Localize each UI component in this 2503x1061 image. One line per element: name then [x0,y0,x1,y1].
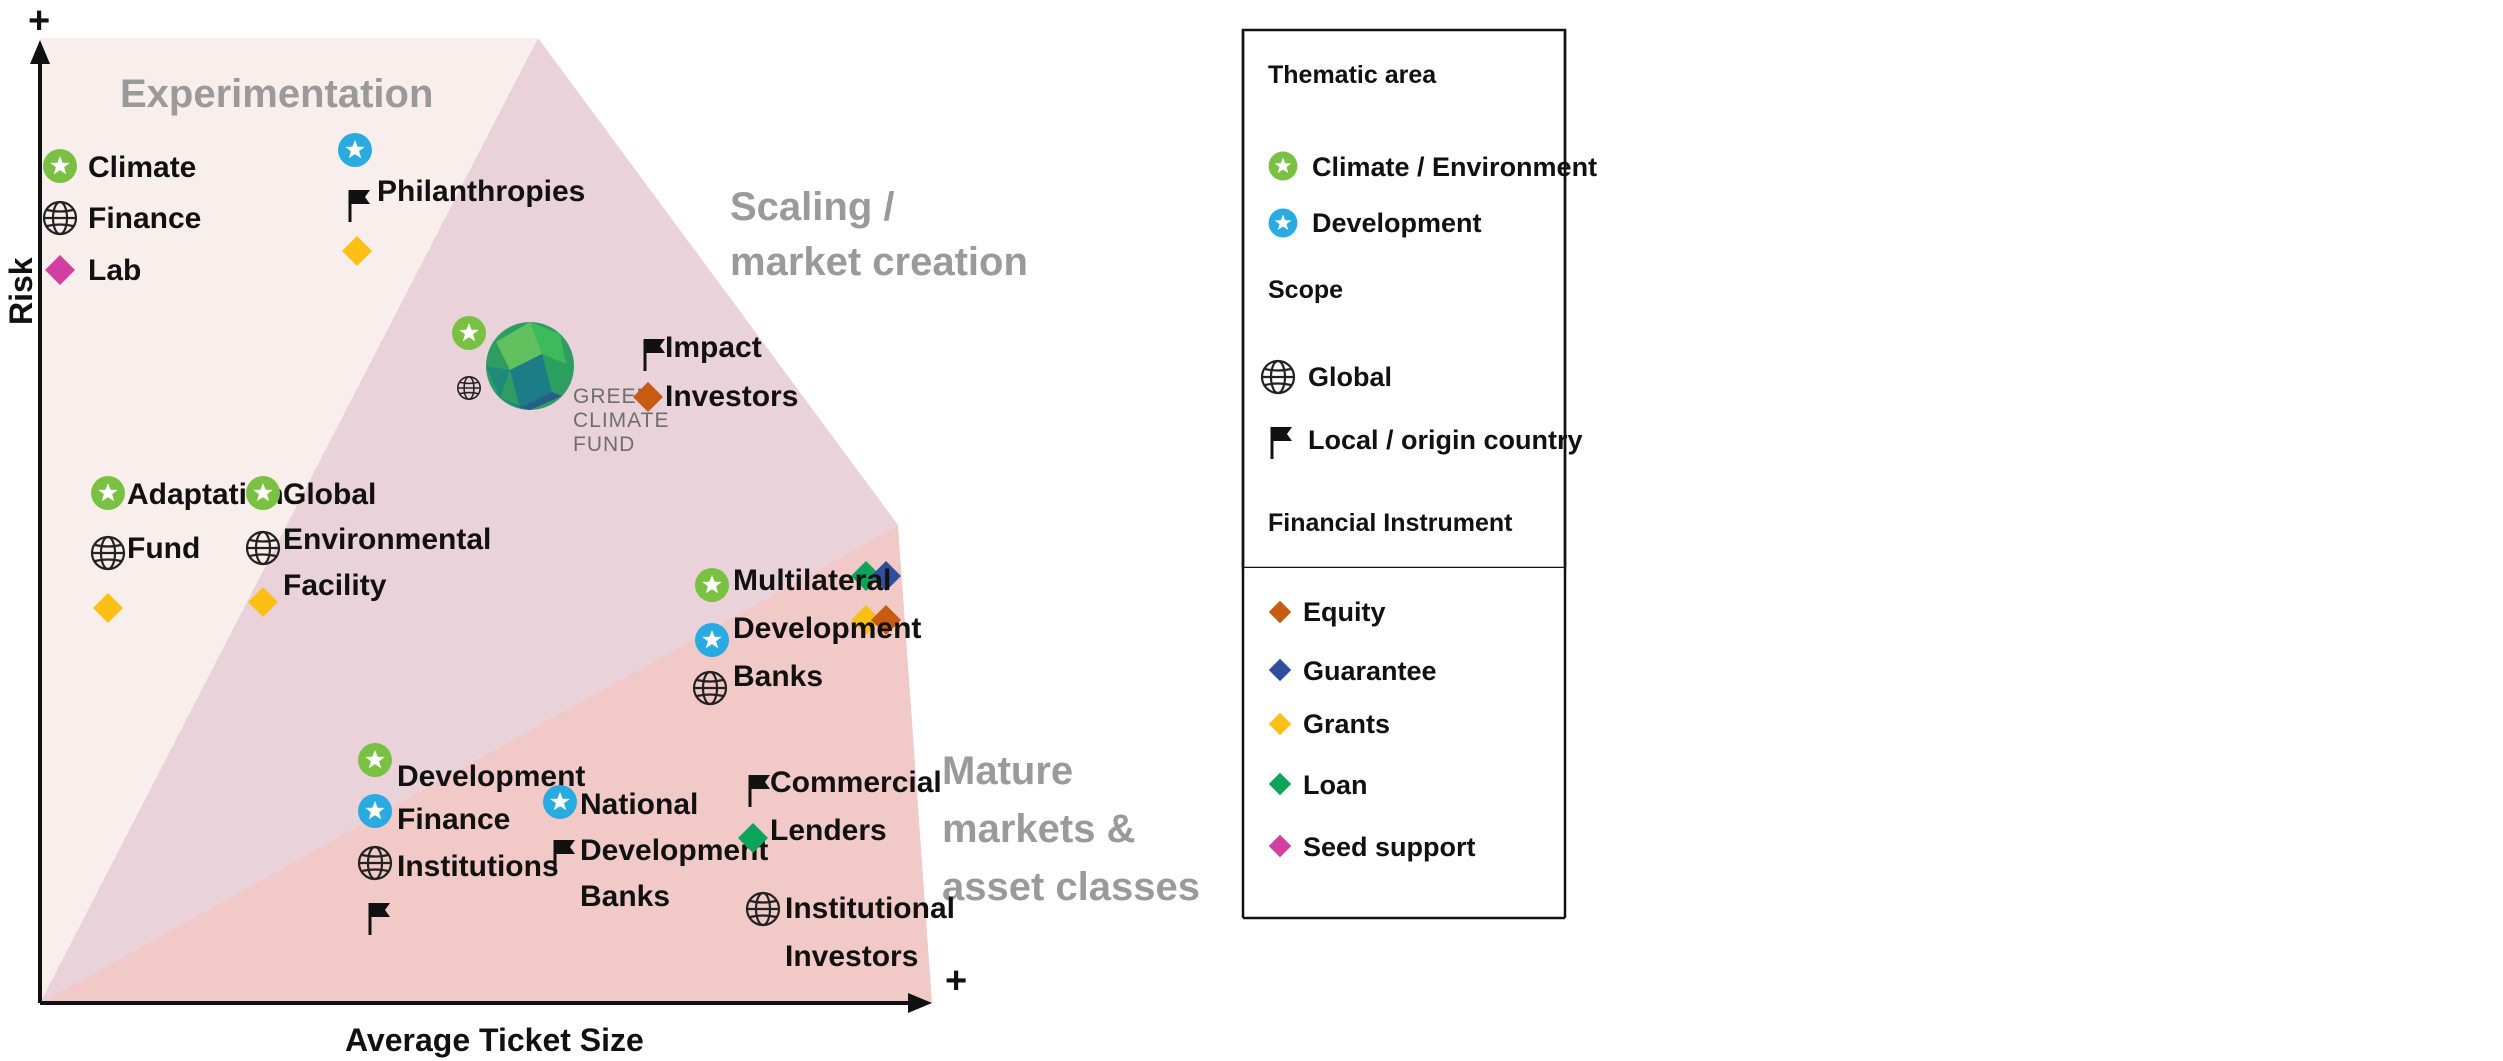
zone-scaling-area [40,38,898,1003]
actor-label-line2: Fund [127,532,200,565]
actor-philanthropies: Philanthropies [338,133,585,266]
zone-mature-title-line1: Mature [942,749,1073,793]
legend-scope-title: Scope [1268,276,1343,304]
legend-development-label: Development [1312,208,1482,238]
actor-label-line3: Banks [580,880,670,913]
actor-label-line2: Investors [665,380,798,413]
actor-label-line2: Finance [88,202,201,235]
legend-climate-label: Climate / Environment [1312,152,1597,182]
actor-green-climate-fund: GREEN CLIMATE FUND [452,316,669,456]
y-axis-title: Risk [3,257,39,325]
actor-label-line1: Multilateral [733,564,891,597]
actor-national-development-banks: National Development Banks [543,785,768,913]
actor-institutional-investors: Institutional Investors [745,891,955,973]
actor-label-line1: National [580,788,698,821]
actor-label-line3: Institutions [397,850,559,883]
actor-impact-investors: Impact Investors [633,331,798,413]
actor-multilateral-development-banks: Multilateral Development Banks [692,561,921,706]
actor-label-line1: Climate [88,151,196,184]
legend-local-label: Local / origin country [1308,425,1583,455]
legend-global-label: Global [1308,362,1392,392]
zone-mature-title-line2: markets & [942,807,1135,851]
actor-development-finance-institutions: Development Finance Institutions [357,743,585,935]
actor-label: Philanthropies [377,175,585,208]
x-axis-plus: + [945,960,967,1002]
actor-climate-finance-lab: Climate Finance Lab [42,149,201,287]
actor-commercial-lenders: Commercial Lenders [738,766,942,853]
actor-label-line2: Environmental [283,523,491,556]
actor-global-environmental-facility: Global Environmental Facility [245,476,491,617]
legend-grants-label: Grants [1303,709,1390,739]
zone-mature-title-line3: asset classes [942,865,1200,909]
actor-label-line2: Development [580,834,768,867]
x-axis-title: Average Ticket Size [345,1022,644,1058]
legend-equity-label: Equity [1303,597,1386,627]
y-axis-plus: + [28,0,50,42]
zone-scaling-title-line1: Scaling / [730,185,895,229]
legend-seed-label: Seed support [1303,832,1476,862]
gcf-wordmark-line3: FUND [573,433,635,456]
zone-experimentation-title: Experimentation [120,72,433,116]
actor-label-line1: Impact [665,331,762,364]
actor-label-line3: Facility [283,569,387,602]
legend-guarantee-label: Guarantee [1303,656,1437,686]
x-axis-arrowhead [908,993,932,1013]
green-climate-fund-logo [486,322,574,410]
legend-loan-label: Loan [1303,770,1368,800]
actor-label-line2: Finance [397,803,510,836]
gcf-wordmark-line2: CLIMATE [573,409,669,432]
actor-label-line2: Lenders [770,814,887,847]
zone-scaling-title-line2: market creation [730,240,1028,284]
actor-label-line3: Lab [88,254,141,287]
legend-box-lower [1243,568,1565,918]
actor-label-line2: Development [733,612,921,645]
actor-label-line1: Global [283,478,376,511]
legend-instrument-title: Financial Instrument [1268,509,1513,537]
y-axis-arrowhead [30,40,50,64]
actor-label-line1: Institutional [785,892,955,925]
actor-label-line2: Investors [785,940,918,973]
legend-box [1241,28,1567,570]
legend-thematic-title: Thematic area [1268,61,1437,89]
legend: Thematic area Climate / Environment Deve… [1241,28,1597,570]
actor-label-line1: Commercial [770,766,942,799]
actor-label-line3: Banks [733,660,823,693]
gcf-wordmark-line1: GREEN [573,385,653,408]
